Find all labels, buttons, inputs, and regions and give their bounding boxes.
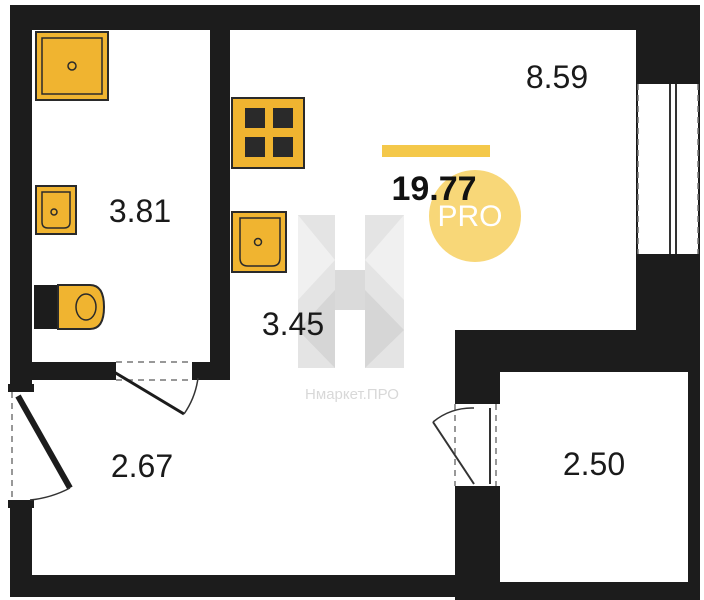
kitchen-sink-icon [231,211,287,273]
watermark-logo: Нмаркет.ПРО [298,215,404,403]
room-area-living: 8.59 [526,59,588,95]
shower-icon [35,31,109,101]
total-area: 19.77 [391,170,476,208]
toilet-icon [34,284,106,330]
total-area-block: 19.77 PRO [382,145,521,262]
room-area-bathroom: 3.81 [109,193,171,229]
accent-bar [382,145,490,157]
bathroom-door [104,361,204,416]
entrance-door [8,384,73,508]
room-area-hallway: 2.67 [111,448,173,484]
stove-icon [231,97,305,169]
balcony-door [432,396,500,494]
room-area-kitchen: 3.45 [262,306,324,342]
washbasin-icon [35,185,77,235]
pro-badge-circle [429,170,521,262]
watermark-text: Нмаркет.ПРО [305,386,399,403]
pro-badge: PRO [437,200,502,233]
window-right [636,76,700,262]
room-area-balcony: 2.50 [563,446,625,482]
